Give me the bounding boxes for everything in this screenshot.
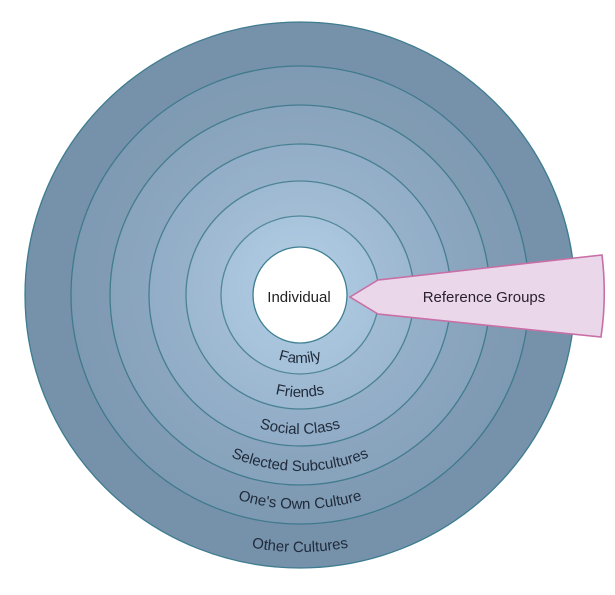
ring-label-social-class: Social Class	[258, 415, 342, 438]
individual-label: Individual	[267, 289, 330, 306]
individual-circle	[252, 246, 348, 344]
reference-groups-shape	[348, 254, 606, 338]
center: Individual	[252, 246, 348, 344]
ring-label-family: Family	[277, 347, 323, 367]
reference-groups-pointer: Reference Groups	[348, 254, 606, 338]
ring-label-friends: Friends	[274, 381, 325, 401]
ring-label-other-cultures: Other Cultures	[251, 535, 349, 556]
reference-groups-label: Reference Groups	[423, 289, 546, 306]
